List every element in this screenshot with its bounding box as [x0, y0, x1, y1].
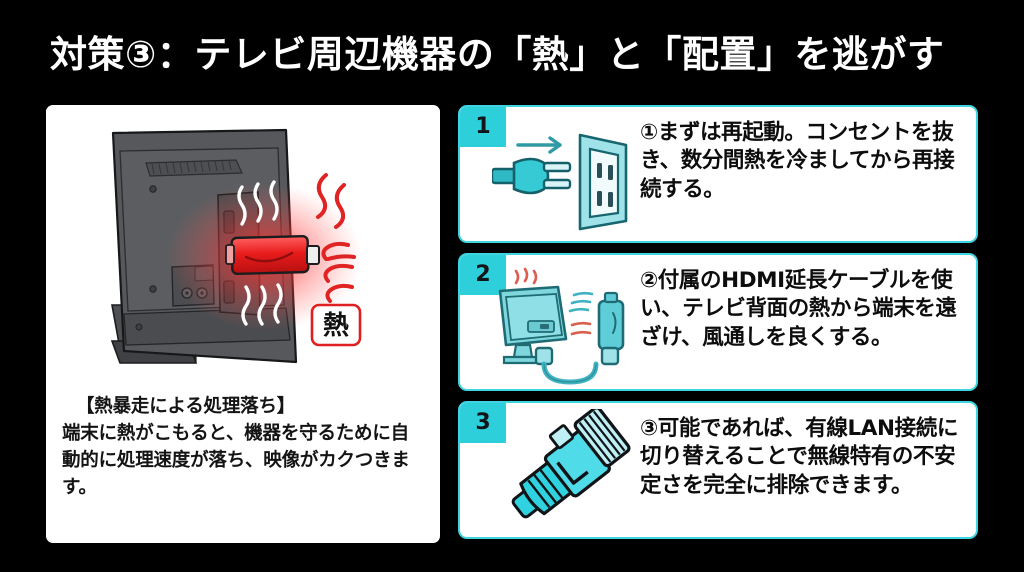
tv-heat-waves-icon [514, 267, 538, 285]
heat-label-badge: 熱 [310, 303, 362, 347]
step-card-3[interactable]: 3 [458, 401, 978, 539]
caption-heading: 【熱暴走による処理落ち】 [76, 396, 296, 417]
airflow-waves-icon [568, 291, 594, 313]
hdmi-stick-overheating [225, 234, 320, 276]
heat-waves-red [316, 173, 356, 303]
power-plug-outlet-icon [490, 113, 642, 241]
step-card-1[interactable]: 1 [458, 105, 978, 243]
step-card-2-text: ②付属のHDMI延長ケーブルを使い、テレビ背面の熱から端末を遠ざけ、風通しを良く… [640, 268, 957, 350]
arrow-right-icon [516, 136, 562, 154]
tv-back-overheating-illustration: 熱 [46, 109, 440, 391]
lan-rj45-connector-icon [492, 406, 642, 537]
tv-hdmi-extension-cable-icon [492, 261, 642, 389]
page-title: 対策③：テレビ周辺機器の「熱」と「配置」を逃がす [50, 33, 945, 76]
heat-waves-white-upper [237, 180, 279, 226]
step-number-badge-3: 3 [460, 403, 506, 443]
caption-body: 端末に熱がこもると、機器を守るために自動的に処理速度が落ち、映像がカクつきます。 [62, 423, 410, 498]
left-illustration-panel: 熱 【熱暴走による処理落ち】 端末に熱がこもると、機器を守るために自動的に処理速… [46, 105, 440, 543]
tv-vent-slots [145, 159, 243, 177]
step-number-badge-2: 2 [460, 255, 506, 295]
step-number-badge-1: 1 [460, 107, 506, 147]
tv-illustration-svg: 熱 [46, 109, 440, 391]
left-panel-caption: 【熱暴走による処理落ち】 端末に熱がこもると、機器を守るために自動的に処理速度が… [62, 393, 424, 501]
heat-waves-white-lower [241, 283, 283, 326]
step-card-2[interactable]: 2 [458, 253, 978, 391]
step-card-3-text: ③可能であれば、有線LAN接続に切り替えることで無線特有の不安定さを完全に排除で… [640, 416, 958, 498]
step-card-1-text: ①まずは再起動。コンセントを抜き、数分間熱を冷ましてから再接続する。 [640, 120, 955, 202]
heat-label-text: 熱 [323, 311, 349, 341]
